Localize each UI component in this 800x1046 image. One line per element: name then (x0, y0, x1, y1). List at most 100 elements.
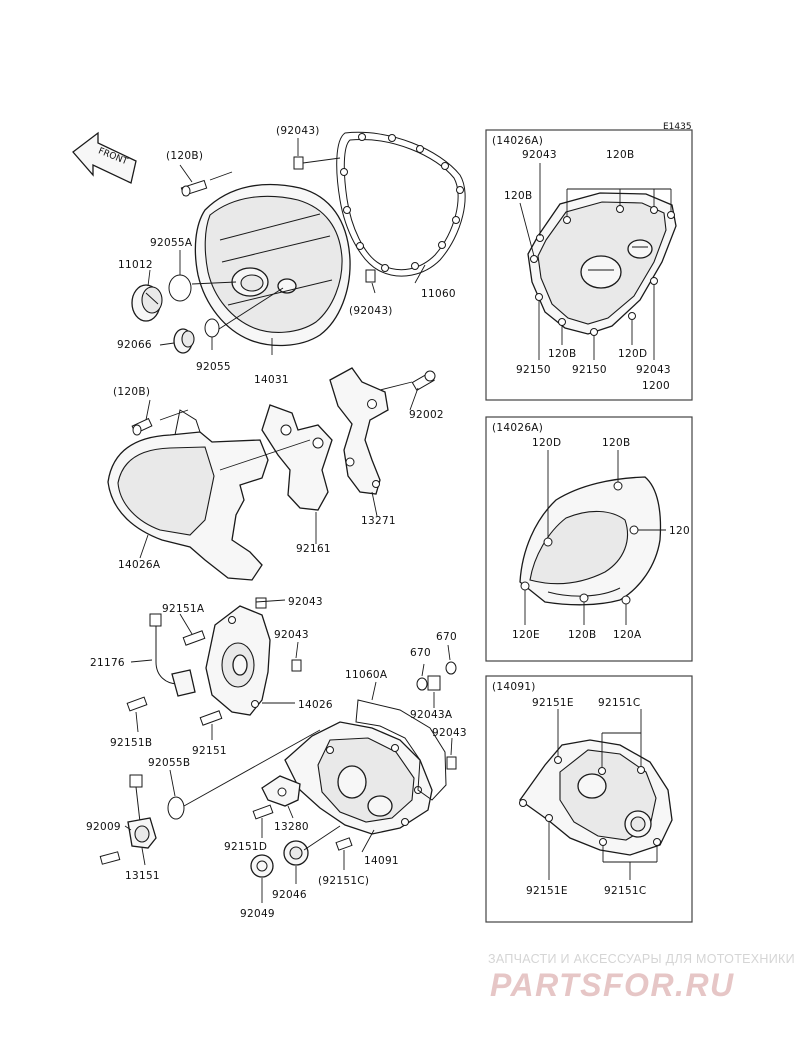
inset-2-label-120a: 120A (613, 629, 642, 641)
inset-2-label-120d: 120D (532, 437, 561, 449)
cover-14026 (205, 605, 271, 716)
pin-92043-mid (365, 269, 376, 283)
label-11012: 11012 (118, 259, 153, 271)
label-92151d: 92151D (224, 841, 267, 853)
label-92151: 92151 (192, 745, 227, 757)
label-670-a: 670 (436, 631, 457, 643)
label-92066: 92066 (117, 339, 152, 351)
label-92002: 92002 (409, 409, 444, 421)
inset-1-label-120b-left: 120B (504, 190, 532, 202)
label-92043-b: 92043 (274, 629, 309, 641)
gasket-bolt-holes (340, 133, 464, 272)
label-14026a: 14026A (118, 559, 161, 571)
plug-92066 (173, 328, 195, 354)
cover-14091 (284, 721, 433, 835)
bolt-92002 (411, 370, 436, 392)
inset-2-cover (519, 476, 662, 606)
label-14031: 14031 (254, 374, 289, 386)
label-11060a: 11060A (345, 669, 388, 681)
inset-3-bolts (519, 756, 661, 846)
inset-2-label-120e: 120E (512, 629, 540, 641)
inset-box-2 (485, 416, 693, 662)
inset-2-leaders (524, 450, 666, 625)
inset-box-3 (485, 675, 693, 923)
label-670-b: 670 (410, 647, 431, 659)
inset-1-leaders (519, 163, 672, 360)
inset-1-label-92043-bottom: 92043 (636, 364, 671, 376)
inset-3-label-92151e-bottom: 92151E (526, 885, 568, 897)
inset-3-label-92151e-top: 92151E (532, 697, 574, 709)
inset-box-1 (485, 129, 693, 401)
inset-1-bolts (530, 205, 675, 336)
o-ring-92055b (167, 796, 185, 820)
leaders-section-3 (124, 599, 453, 903)
label-13151: 13151 (125, 870, 160, 882)
label-92043-a: 92043 (288, 596, 323, 608)
diagram-code: E1435 (663, 122, 692, 132)
inset-2-label-120b-top: 120B (602, 437, 630, 449)
watermark-logo: PARTSFOR.RU (490, 967, 735, 1003)
inset-2-label-120b-bottom: 120B (568, 629, 596, 641)
inset-1-label-120b-bottom: 120B (548, 348, 576, 360)
inset-3-label-92151c-top: 92151C (598, 697, 641, 709)
label-92055a: 92055A (150, 237, 193, 249)
label-92043-c: 92043 (432, 727, 467, 739)
label-92046: 92046 (272, 889, 307, 901)
label-13280: 13280 (274, 821, 309, 833)
gasket-92161 (261, 404, 333, 511)
inset-3-cover (519, 739, 673, 856)
inset-1-label-120b-top: 120B (606, 149, 634, 161)
label-92049: 92049 (240, 908, 275, 920)
cover-14026a (107, 409, 269, 581)
label-92161: 92161 (296, 543, 331, 555)
label-92055b: 92055B (148, 757, 190, 769)
label-92043-mid: (92043) (349, 305, 393, 317)
bolts-section-3 (99, 597, 353, 865)
inset-1-label-1200: 1200 (642, 380, 670, 392)
cable-21176 (149, 613, 196, 697)
label-92055: 92055 (196, 361, 231, 373)
inset-3-leaders (548, 709, 658, 880)
inset-1-label-92043-top: 92043 (522, 149, 557, 161)
seal-92049 (250, 854, 274, 878)
inset-2-label-120: 120 (669, 525, 690, 537)
inset-3-label-92151c-bottom: 92151C (604, 885, 647, 897)
label-92151c: (92151C) (318, 875, 369, 887)
inset-2-title: (14026A) (492, 422, 543, 434)
inset-1-label-120d: 120D (618, 348, 647, 360)
sensor-13151 (127, 774, 157, 849)
inset-3-title: (14091) (492, 681, 536, 693)
o-ring-92055a (168, 274, 192, 302)
inset-1-label-92150-b: 92150 (572, 364, 607, 376)
cover-14031 (194, 183, 351, 347)
gasket-11060 (336, 131, 466, 277)
watermark-subtitle: ЗАПЧАСТИ И АКСЕССУАРЫ ДЛЯ МОТОТЕХНИКИ (488, 952, 795, 966)
leaders-section-2 (139, 381, 419, 559)
label-120b-mid: (120B) (113, 386, 150, 398)
label-21176: 21176 (90, 657, 125, 669)
o-ring-92055 (204, 318, 220, 338)
label-13271: 13271 (361, 515, 396, 527)
label-92151a: 92151A (162, 603, 205, 615)
label-14091: 14091 (364, 855, 399, 867)
label-92043a: 92043A (410, 709, 453, 721)
bolt-120b-mid (131, 417, 153, 436)
bearing-92046 (283, 840, 309, 866)
label-92043: (92043) (276, 125, 320, 137)
label-92009: 92009 (86, 821, 121, 833)
label-120b: (120B) (166, 150, 203, 162)
small-parts-670 (416, 661, 457, 770)
inset-1-cover (527, 192, 677, 335)
bolt-120b-top (180, 179, 208, 197)
gasket-11060a (355, 699, 447, 801)
inset-1-label-92150-a: 92150 (516, 364, 551, 376)
inset-1-title: (14026A) (492, 135, 543, 147)
lever-13280 (261, 775, 301, 807)
front-arrow-icon: FRONT (72, 131, 137, 184)
plug-11012 (131, 284, 163, 322)
label-11060: 11060 (421, 288, 456, 300)
pin-92043-top (293, 156, 304, 170)
bracket-13271 (329, 367, 389, 495)
label-92151b: 92151B (110, 737, 152, 749)
